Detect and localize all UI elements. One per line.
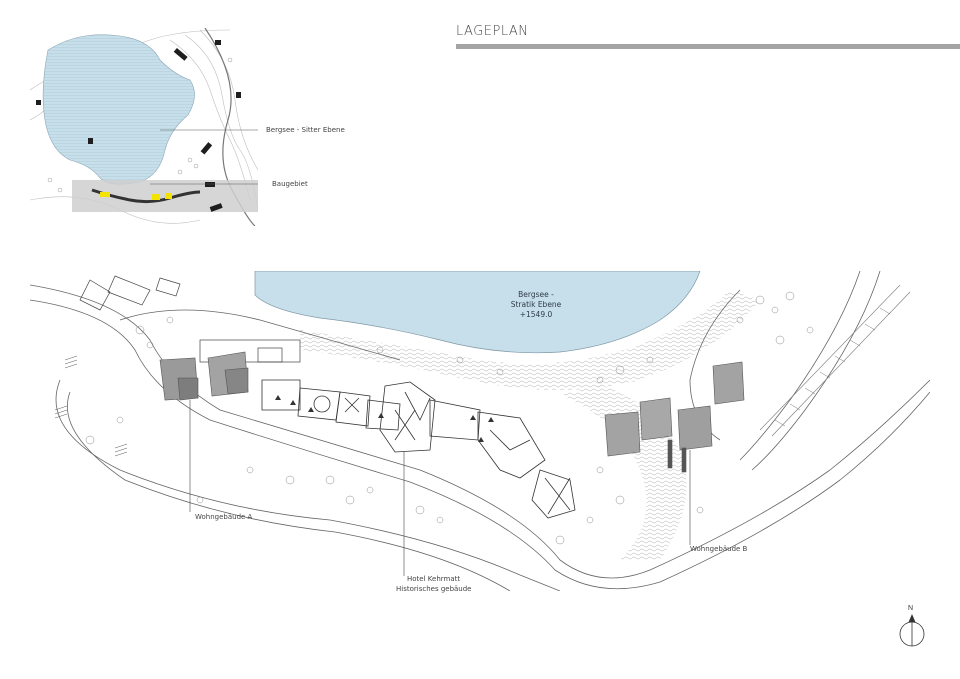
hotel-label: Hotel Kehrmatt [407, 575, 461, 583]
overview-site-label: Baugebiet [272, 180, 308, 188]
page-title: LAGEPLAN [456, 24, 529, 39]
overview-lake-label: Bergsee - Sitter Ebene [266, 126, 345, 134]
residential-b-label: Wohngebäude B [690, 545, 748, 553]
lake-sub-label: Stratik Ebene [510, 300, 562, 309]
lake-name-label: Bergsee - [518, 290, 554, 299]
lake-elevation-label: +1549.0 [519, 310, 553, 319]
north-label: N [908, 605, 914, 612]
title-rule [456, 44, 960, 49]
hotel-sub-label: Historisches gebäude [396, 585, 472, 593]
overview-map [30, 28, 258, 226]
residential-a-label: Wohngebäude A [195, 513, 253, 521]
main-site-plan [30, 271, 930, 591]
north-arrow-icon [899, 613, 925, 647]
